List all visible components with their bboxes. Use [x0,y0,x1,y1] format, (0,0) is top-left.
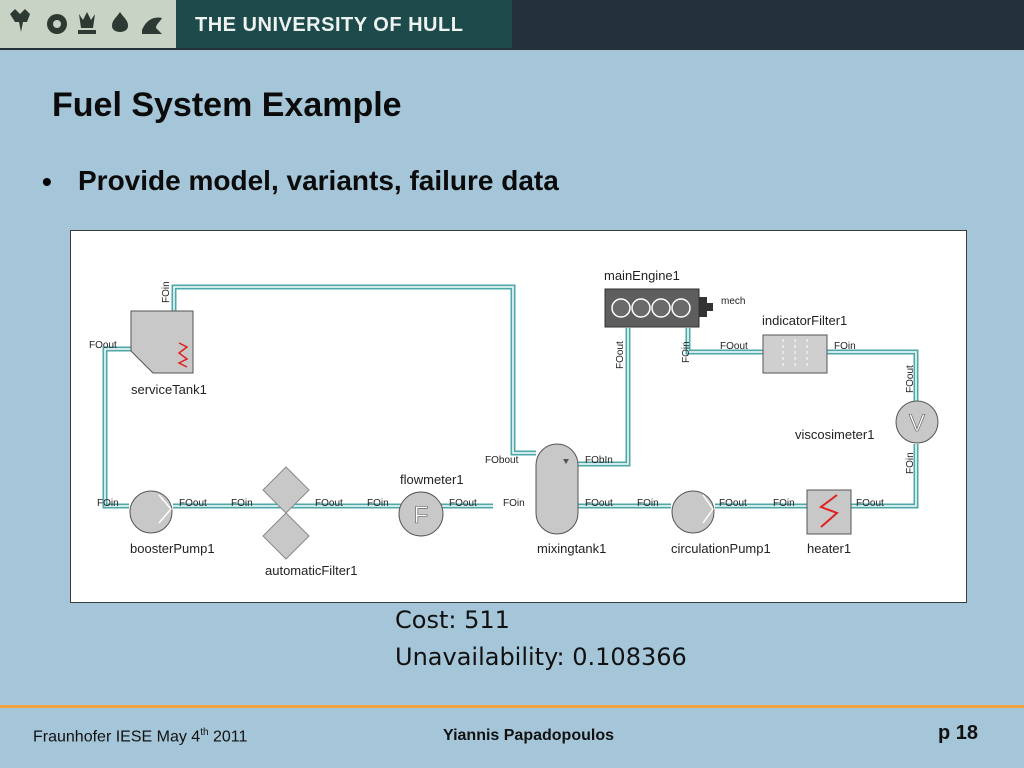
crest-emblems-icon [10,9,162,34]
footer-event-prefix: Fraunhofer IESE May 4 [33,728,201,746]
port-label: FOin [681,341,692,363]
flowmeter-label: flowmeter1 [400,472,464,487]
bullet-text: Provide model, variants, failure data [78,165,559,196]
bullet-marker: • [42,166,52,197]
indicator-filter-icon [762,334,828,374]
indicator-filter-label: indicatorFilter1 [762,313,847,328]
port-label: FOin [637,498,659,509]
mixing-tank-label: mixingtank1 [537,541,606,556]
port-label: FOout [449,498,477,509]
footer-event: Fraunhofer IESE May 4th 2011 [33,727,247,746]
port-label: FOin [231,498,253,509]
viscosimeter-icon: V [895,400,939,444]
booster-pump-icon [129,490,173,534]
port-label: FOin [367,498,389,509]
port-label: FOout [585,498,613,509]
automatic-filter-label: automaticFilter1 [265,563,357,578]
port-label: FOout [615,341,626,369]
port-label: FOin [905,452,916,474]
main-engine-icon [604,288,713,328]
port-label: FOout [315,498,343,509]
header-bar: THE UNIVERSITY OF HULL [0,0,1024,50]
port-label: FOout [89,340,117,351]
footer-event-sup: th [200,727,209,738]
flowmeter-icon: F [398,491,444,537]
port-label: FOin [503,498,525,509]
port-label: FObout [485,455,519,466]
mech-label: mech [721,296,745,307]
svg-text:V: V [909,410,925,437]
port-label: FOout [179,498,207,509]
port-label: FOin [773,498,795,509]
service-tank-label: serviceTank1 [131,382,207,397]
cost-value: Cost: 511 [395,606,510,634]
service-tank-icon [130,310,194,374]
port-label: FOin [97,498,119,509]
university-banner [176,0,512,48]
viscosimeter-label: viscosimeter1 [795,427,874,442]
university-name: THE UNIVERSITY OF HULL [195,14,464,36]
page-number: p 18 [938,722,979,744]
port-label: FOout [905,365,916,393]
svg-text:F: F [414,502,429,529]
slide-title: Fuel System Example [52,86,402,124]
automatic-filter-icon [262,466,310,560]
heater-icon [806,489,852,535]
port-label: FOin [161,281,172,303]
heater-label: heater1 [807,541,851,556]
mixing-tank-icon [535,443,579,535]
port-label: FOout [720,341,748,352]
footer-author: Yiannis Papadopoulos [443,727,614,744]
port-label: FOin [834,341,856,352]
circulation-pump-icon [671,490,715,534]
unavailability-value: Unavailability: 0.108366 [395,643,687,671]
port-label: FOout [856,498,884,509]
booster-pump-label: boosterPump1 [130,541,215,556]
main-engine-label: mainEngine1 [604,268,680,283]
results-panel: Cost: 511 Unavailability: 0.108366 [395,602,687,676]
port-label: FObIn [585,455,613,466]
fuel-system-diagram: V F m [70,230,967,603]
circulation-pump-label: circulationPump1 [671,541,771,556]
port-label: FOout [719,498,747,509]
crest-icons [0,0,176,48]
footer-rule [0,705,1024,708]
footer-event-suffix: 2011 [208,728,248,746]
